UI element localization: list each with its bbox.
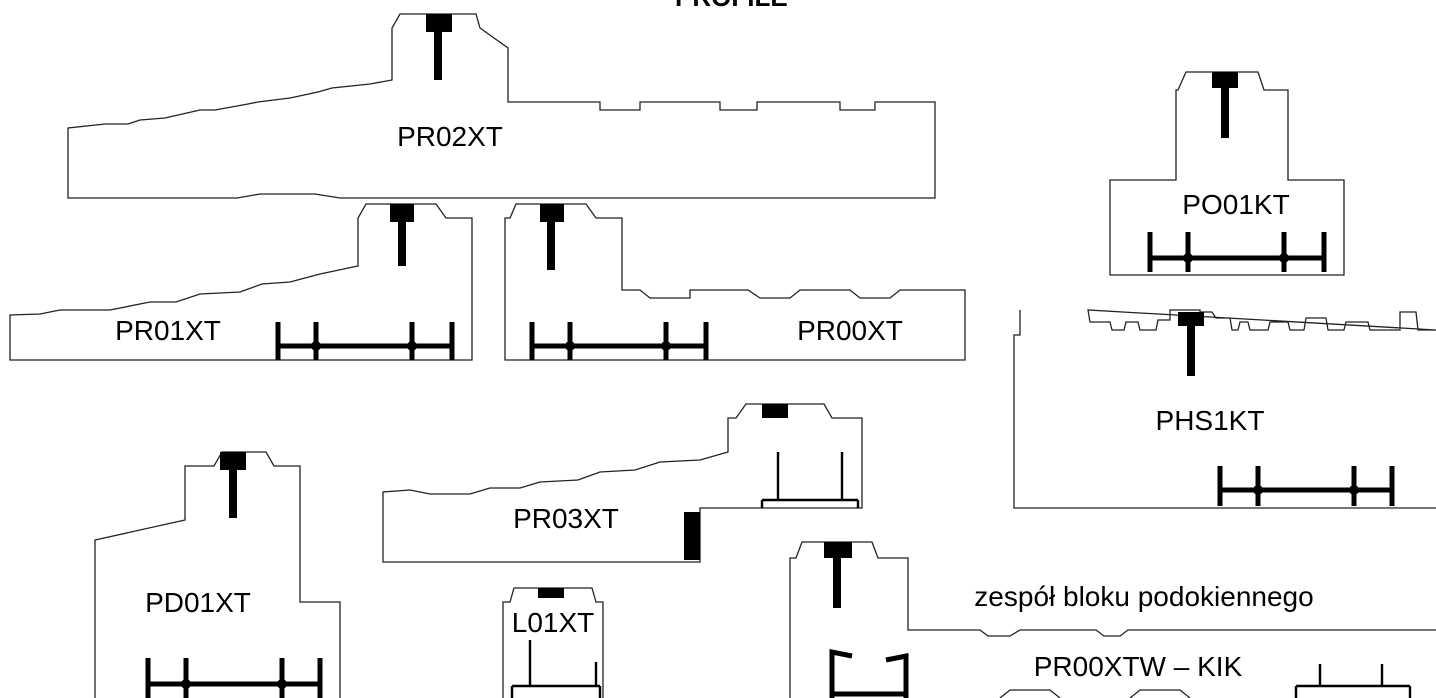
l01xt-steel-insert [510,640,602,698]
pr03xt-outline [382,403,863,563]
pr00xt-insert-node [565,341,575,351]
po01kt-gasket [1212,72,1238,88]
pr02xt-label: PR02XT [397,121,503,152]
assembly-steel-channel [829,648,909,698]
pr00xt-reinforcement [547,220,555,270]
pd01xt-gasket [220,452,246,470]
pr03xt-seal [684,512,700,560]
pr03xt-label: PR03XT [513,503,619,534]
po01kt-insert-node [1279,253,1289,263]
pd01xt-label: PD01XT [145,587,251,618]
profile-pr02xt: PR02XT [67,13,936,199]
pr01xt-insert-node [311,341,321,351]
pr00xt-label: PR00XT [797,315,903,346]
l01xt-outline [502,587,604,698]
phs1kt-outline [1013,309,1436,509]
pd01xt-insert-node [181,679,191,689]
assembly-lower-ribs [999,689,1191,698]
pd01xt-outline [94,451,341,698]
phs1kt-gasket [1178,312,1204,326]
pr01xt-insert-node [407,341,417,351]
l01xt-label: L01XT [512,607,595,638]
po01kt-label: PO01KT [1182,189,1289,220]
pd01xt-steel-insert [145,658,323,698]
po01kt-reinforcement [1221,86,1229,138]
po01kt-insert-node [1183,253,1193,263]
sheet-title: PROFILE [675,0,788,12]
pr03xt-gasket [762,404,788,418]
profile-phs1kt: PHS1KT [1013,309,1436,509]
profile-l01xt: L01XT [502,587,604,698]
profile-pd01xt: PD01XT [94,451,341,698]
pr02xt-outline [67,13,936,199]
assembly-outline [789,541,1436,698]
pr01xt-gasket [390,204,414,222]
assembly-caption: zespół bloku podokiennego [974,581,1313,612]
profile-pr03xt: PR03XT [382,403,863,563]
pr00xt-outline [504,203,966,361]
l01xt-gasket [538,588,564,598]
assembly-label: PR00XTW – KIK [1034,651,1243,682]
phs1kt-reinforcement [1187,324,1195,376]
assembly-steel-insert [1294,664,1412,698]
pr01xt-outline [9,203,473,361]
pr02xt-gasket [426,14,452,32]
pr01xt-label: PR01XT [115,315,221,346]
assembly-gasket [824,542,852,558]
pd01xt-reinforcement [229,468,237,518]
pr02xt-reinforcement [434,30,442,80]
assembly-pr00xtw-kik: zespół bloku podokiennego PR00XTW – KIK [789,541,1436,698]
po01kt-steel-insert [1147,232,1327,272]
pr00xt-insert-node [661,341,671,351]
pr01xt-steel-insert [275,322,455,360]
profile-pr00xt: PR00XT [504,203,966,361]
pr00xt-gasket [540,204,564,222]
profile-pr01xt: PR01XT [9,203,473,361]
profile-po01kt: PO01KT [1109,71,1345,276]
pd01xt-insert-node [277,679,287,689]
phs1kt-steel-insert [1217,466,1395,506]
assembly-reinforcement [833,556,841,608]
phs1kt-insert-node [1253,485,1263,495]
po01kt-outline [1109,71,1345,276]
pr00xt-steel-insert [529,322,709,360]
phs1kt-insert-node [1349,485,1359,495]
pr03xt-steel-insert [760,452,860,508]
pr01xt-reinforcement [398,220,406,266]
phs1kt-label: PHS1KT [1156,405,1265,436]
